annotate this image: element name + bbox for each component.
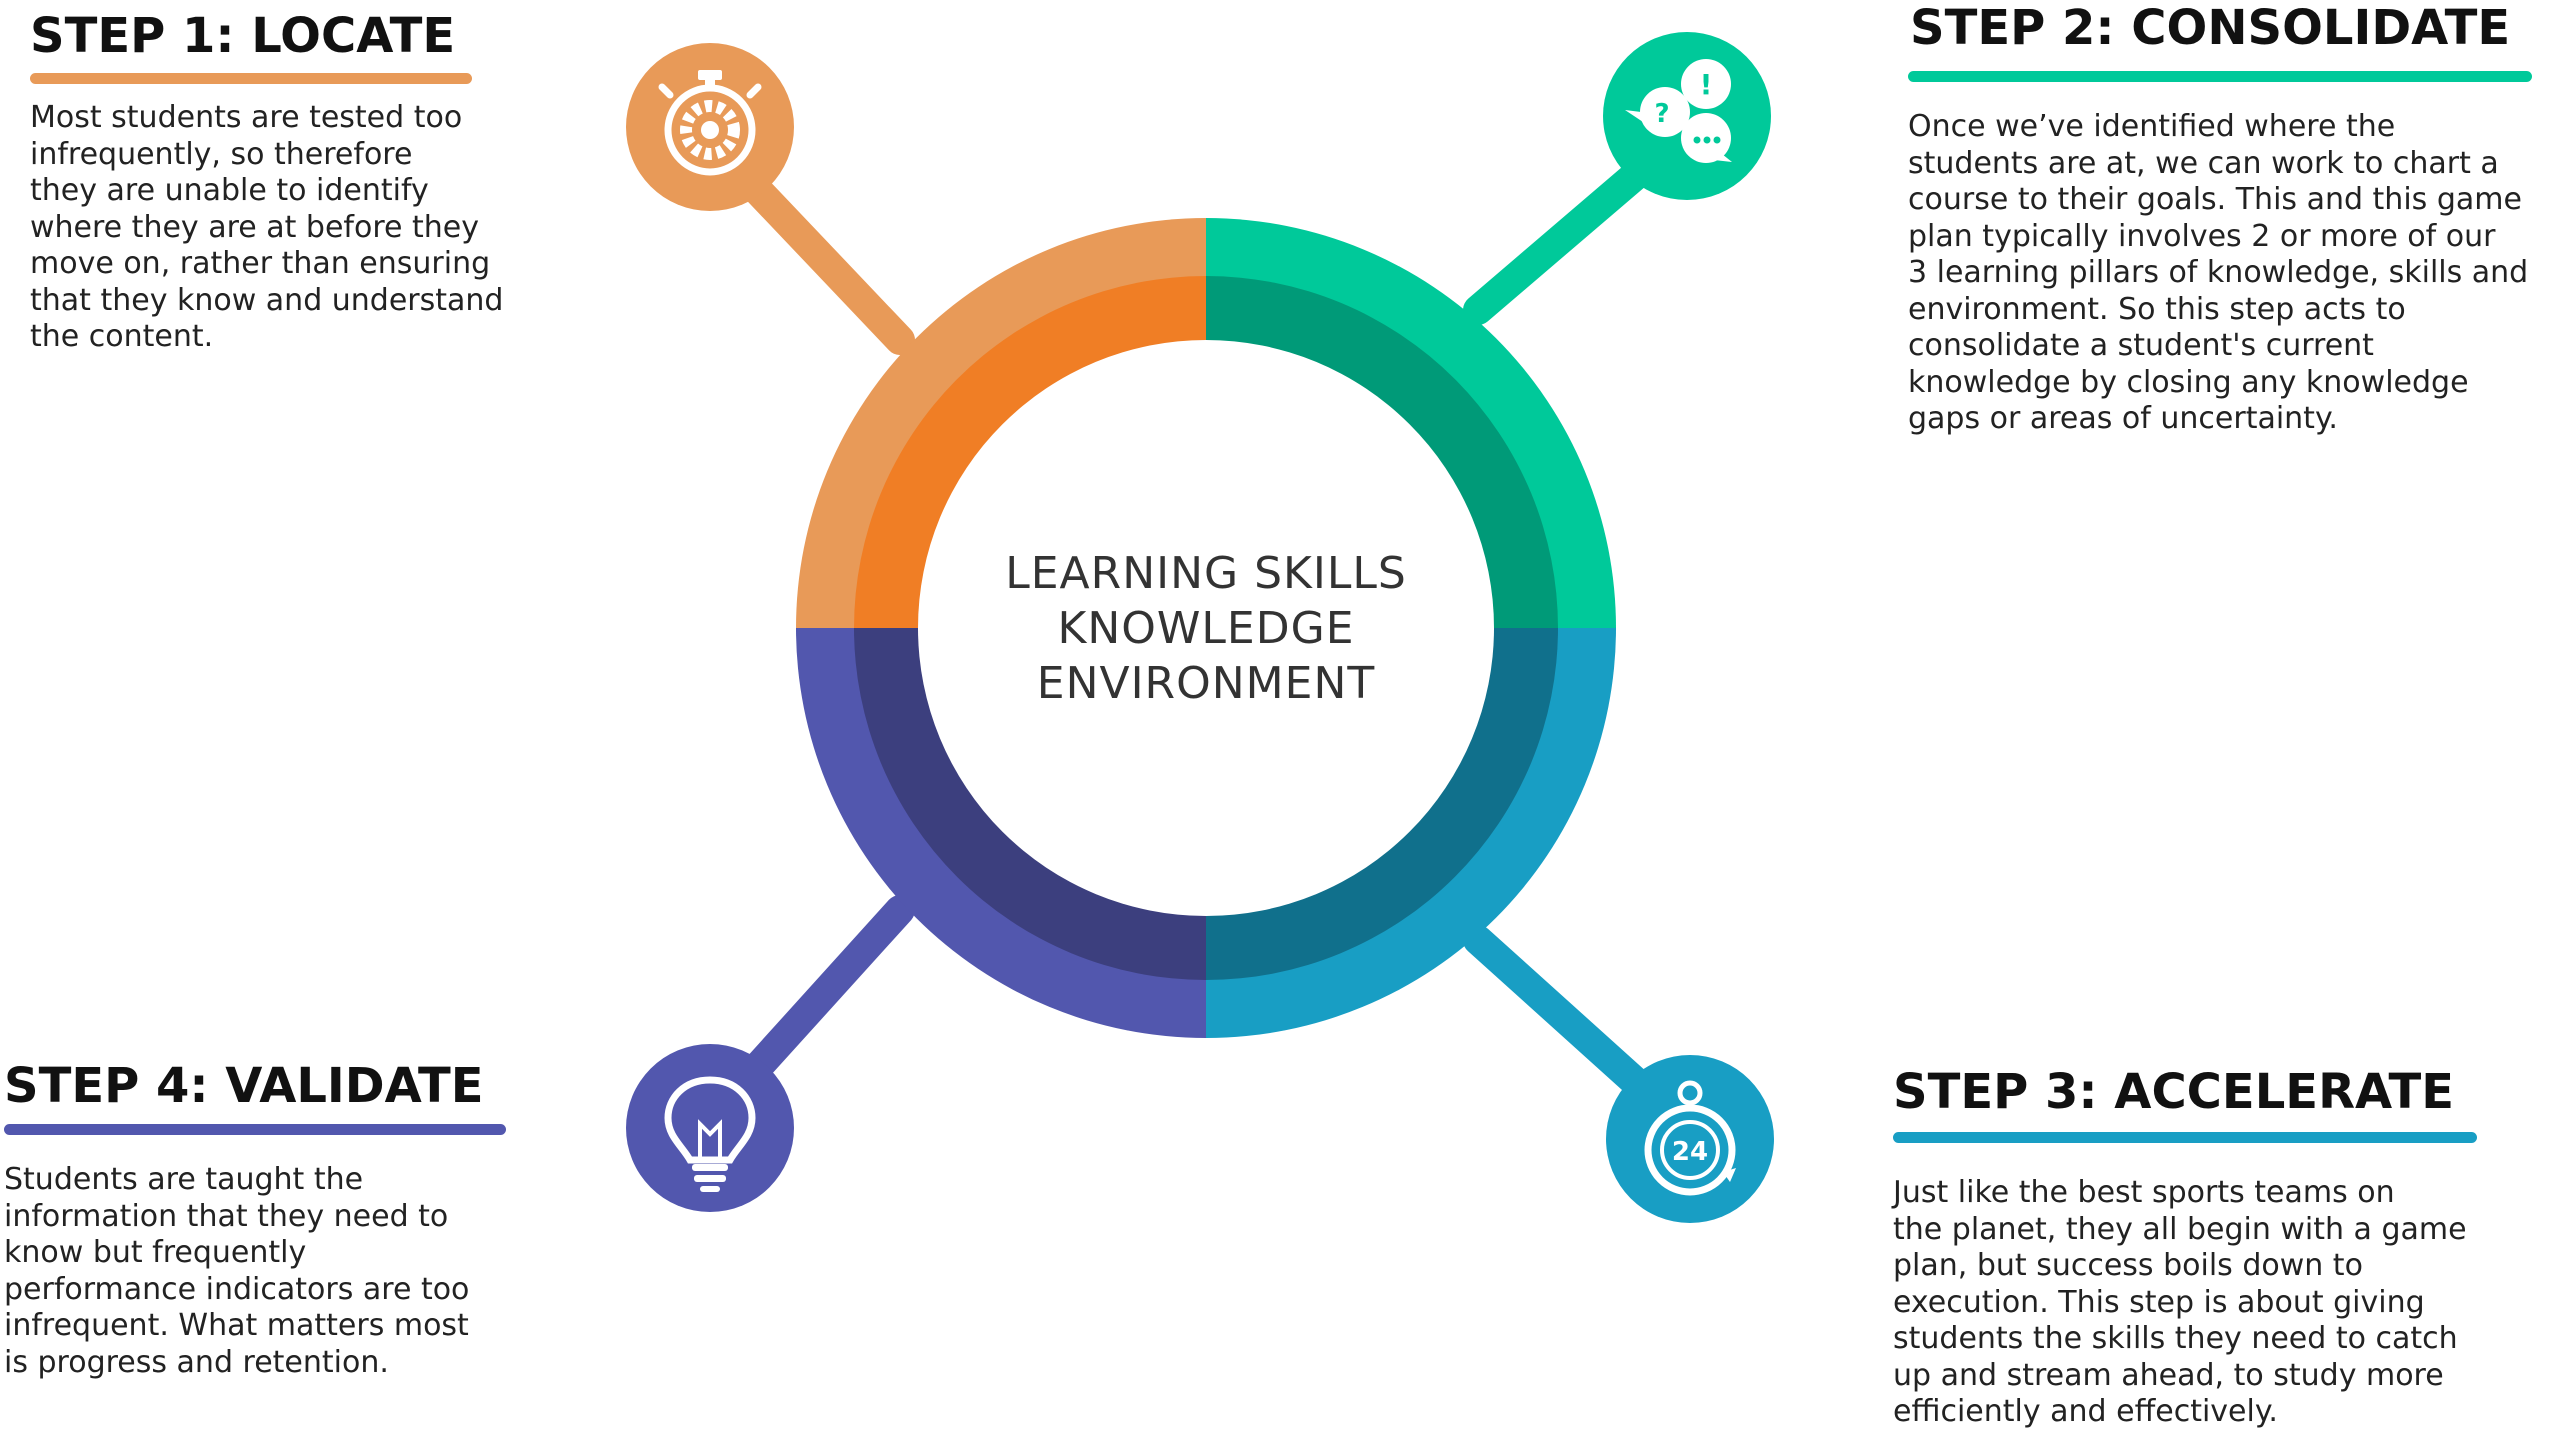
step-1-title: STEP 1: LOCATE	[30, 8, 456, 64]
step-1-underline	[30, 73, 472, 84]
step-4-title: STEP 4: VALIDATE	[4, 1058, 484, 1114]
center-label-line-3: ENVIRONMENT	[1037, 658, 1375, 709]
center-label-line-2: KNOWLEDGE	[1058, 603, 1355, 654]
step-2-title: STEP 2: CONSOLIDATE	[1910, 0, 2511, 56]
center-label-line-1: LEARNING SKILLS	[1005, 548, 1407, 599]
ring-center	[918, 340, 1494, 916]
step-3-underline	[1893, 1132, 2477, 1143]
svg-text:!: !	[1700, 68, 1713, 101]
stopwatch-24-icon: 24	[1606, 1055, 1774, 1223]
lightbulb-icon	[626, 1044, 794, 1212]
step-2-description: Once we’ve identified where the students…	[1908, 109, 2529, 436]
step-2-underline	[1908, 71, 2532, 82]
step-3-title: STEP 3: ACCELERATE	[1893, 1064, 2454, 1120]
svg-text:?: ?	[1654, 99, 1669, 129]
step-4-underline	[4, 1124, 506, 1135]
stopwatch-gear-icon	[626, 43, 794, 211]
step-4-description: Students are taught the information that…	[4, 1162, 470, 1380]
speech-bubbles-icon: ! ?	[1603, 32, 1771, 200]
svg-text:24: 24	[1672, 1137, 1708, 1167]
step-3-description: Just like the best sports teams on the p…	[1893, 1175, 2467, 1429]
step-1-description: Most students are tested too infrequentl…	[30, 100, 504, 354]
